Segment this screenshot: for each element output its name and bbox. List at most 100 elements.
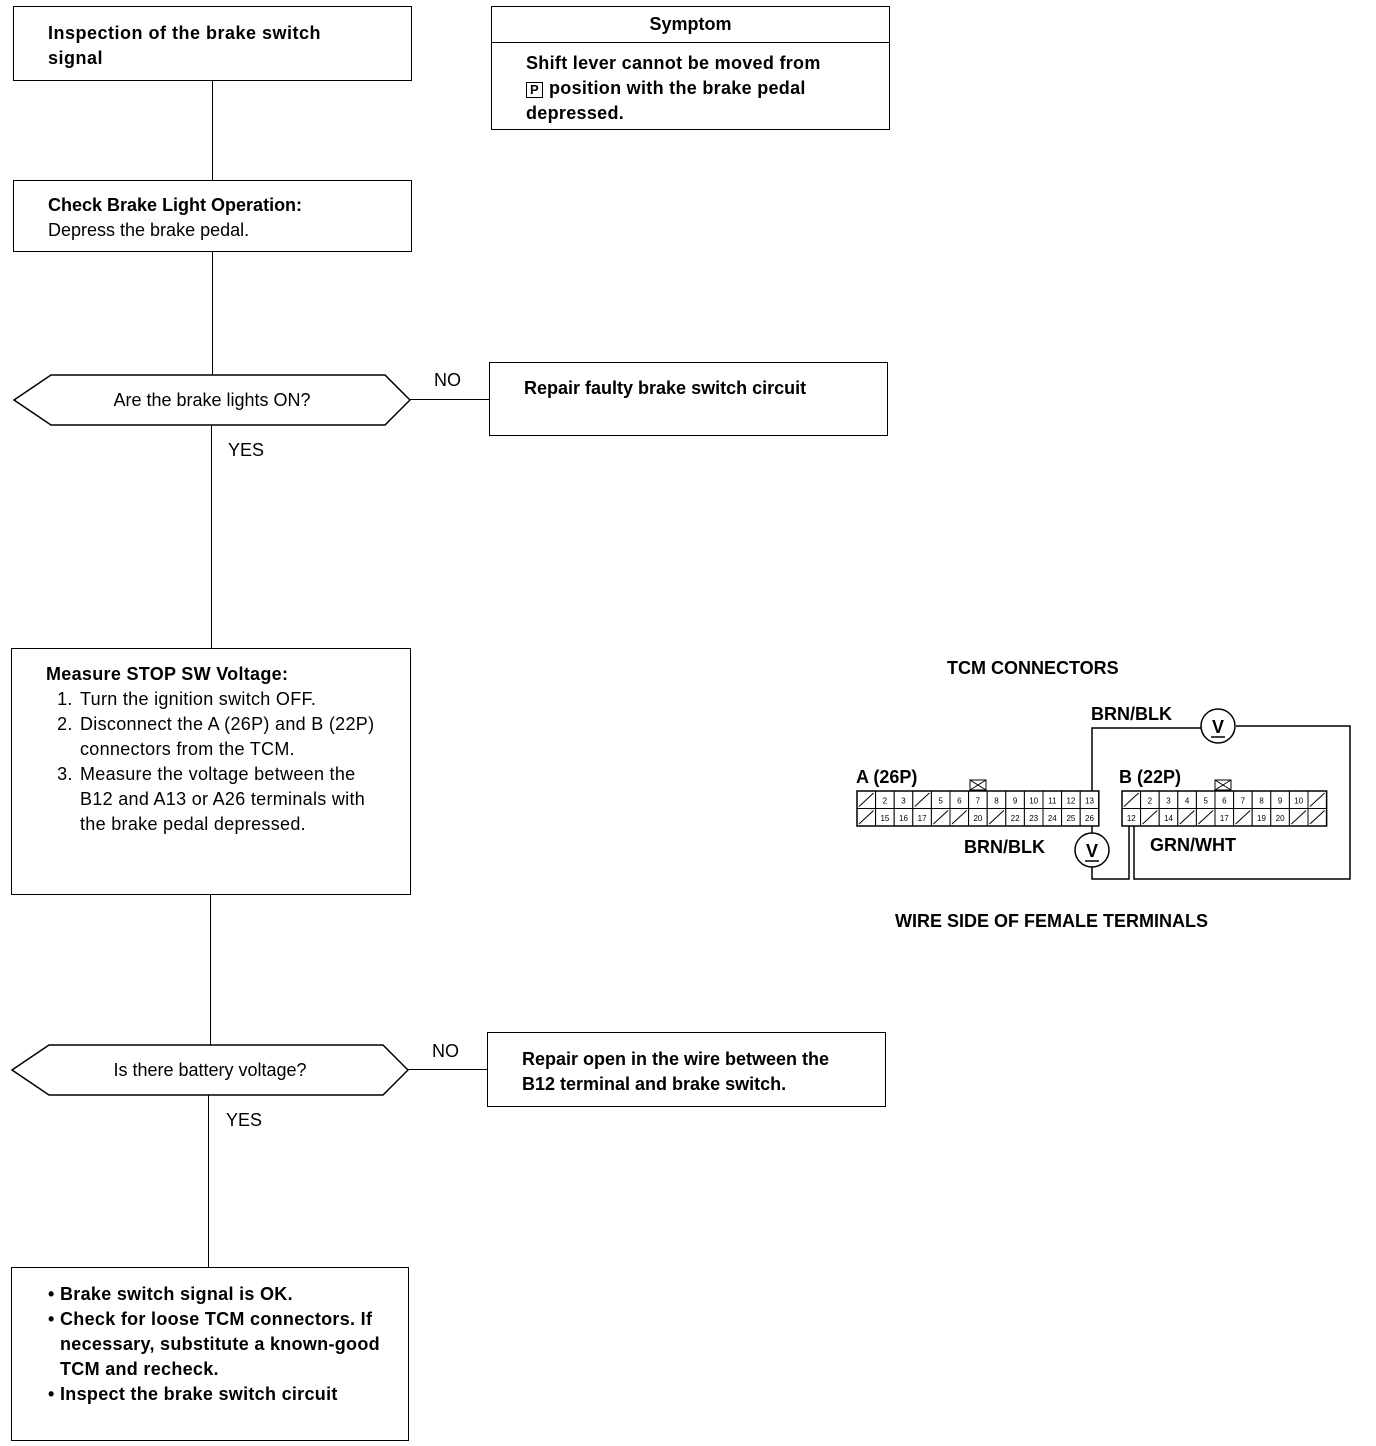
svg-text:8: 8 (994, 797, 999, 806)
terminal-cell: 11 (1042, 790, 1063, 809)
terminal-cell: 20 (968, 808, 988, 827)
decision-battery-voltage: Is there battery voltage? (11, 1044, 409, 1096)
terminal-cell: 12 (1061, 790, 1081, 809)
svg-text:12: 12 (1127, 814, 1136, 823)
repair-open-wire-box: Repair open in the wire between the B12 … (487, 1032, 886, 1107)
repair-brake-switch-box: Repair faulty brake switch circuit (489, 362, 888, 436)
result-bullets: Brake switch signal is OK. Check for loo… (46, 1282, 380, 1407)
terminal-cell (1121, 790, 1142, 809)
tcm-connectors-title: TCM CONNECTORS (947, 658, 1119, 678)
repair-open-wire-text: Repair open in the wire between the B12 … (522, 1049, 830, 1094)
terminal-cell: 22 (1005, 808, 1025, 827)
terminal-cell: 25 (1061, 808, 1081, 827)
svg-text:3: 3 (1166, 797, 1171, 806)
svg-text:14: 14 (1164, 814, 1173, 823)
wire-label-top: BRN/BLK (1091, 704, 1172, 724)
svg-text:9: 9 (1278, 797, 1283, 806)
measure-step: Disconnect the A (26P) and B (22P) conne… (78, 712, 380, 762)
terminal-cell: 7 (968, 790, 988, 809)
tcm-connector-diagram: TCM CONNECTORS BRN/BLK A (26P) B (22P) B… (840, 650, 1360, 940)
wire-label-bottom: BRN/BLK (964, 837, 1045, 857)
terminal-cell: 2 (1140, 790, 1160, 809)
svg-text:7: 7 (1241, 797, 1246, 806)
svg-text:5: 5 (1203, 797, 1208, 806)
svg-text:19: 19 (1257, 814, 1266, 823)
svg-text:20: 20 (1276, 814, 1285, 823)
measure-voltage-box: Measure STOP SW Voltage: Turn the igniti… (11, 648, 411, 895)
terminal-cell (1233, 808, 1253, 827)
terminal-cell (1307, 808, 1328, 827)
svg-text:13: 13 (1085, 797, 1094, 806)
terminal-cell: 9 (1005, 790, 1025, 809)
result-bullet: Check for loose TCM connectors. If neces… (48, 1307, 380, 1382)
decision-battery-voltage-question: Is there battery voltage? (113, 1059, 307, 1080)
wire-side-footer: WIRE SIDE OF FEMALE TERMINALS (895, 911, 1208, 931)
wire-top-left (1091, 727, 1201, 791)
terminal-cell (856, 808, 877, 827)
terminal-cell: 10 (1288, 790, 1309, 809)
flow-line-2 (212, 251, 213, 375)
terminal-cell: 2 (875, 790, 895, 809)
svg-text:22: 22 (1011, 814, 1020, 823)
svg-text:23: 23 (1029, 814, 1038, 823)
terminal-cell (1307, 790, 1328, 809)
repair-brake-switch-text: Repair faulty brake switch circuit (524, 378, 807, 398)
symptom-line1: Shift lever cannot be moved from (526, 53, 821, 73)
measure-steps: Turn the ignition switch OFF. Disconnect… (46, 687, 380, 837)
terminal-cell: 19 (1251, 808, 1272, 827)
check-brake-light-step: Depress the brake pedal. (48, 220, 250, 240)
svg-text:V: V (1086, 841, 1098, 861)
terminal-cell: 5 (930, 790, 951, 809)
terminal-cell (1288, 808, 1309, 827)
connector-outline (1121, 790, 1328, 827)
terminal-cell: 8 (1251, 790, 1272, 809)
terminal-cell (856, 790, 877, 809)
terminal-cell: 5 (1195, 790, 1216, 809)
decision2-no-label: NO (432, 1041, 459, 1061)
terminal-cell: 10 (1023, 790, 1044, 809)
decision-brake-lights: Are the brake lights ON? (13, 374, 411, 426)
decision1-yes-label: YES (228, 440, 265, 460)
svg-text:26: 26 (1085, 814, 1094, 823)
svg-text:16: 16 (899, 814, 908, 823)
terminal-cell (1177, 808, 1197, 827)
terminal-cell: 8 (986, 790, 1007, 809)
svg-text:2: 2 (883, 797, 888, 806)
flow-line-3 (211, 424, 212, 649)
result-box: Brake switch signal is OK. Check for loo… (11, 1267, 409, 1441)
terminal-cell: 26 (1079, 808, 1100, 827)
terminal-cell: 12 (1121, 808, 1142, 827)
terminal-cell: 7 (1233, 790, 1253, 809)
voltmeter-icon: V (1074, 832, 1110, 868)
terminal-cell: 24 (1042, 808, 1063, 827)
terminal-cell: 17 (1214, 808, 1235, 827)
measure-step: Measure the voltage between the B12 and … (78, 762, 380, 837)
flow-line-no-1 (410, 399, 490, 400)
decision-hexagon-shape (11, 1044, 409, 1096)
connector-b-label: B (22P) (1119, 767, 1181, 787)
terminal-cell: 6 (1214, 790, 1235, 809)
svg-text:17: 17 (918, 814, 927, 823)
flow-line-no-2 (408, 1069, 488, 1070)
symptom-header: Symptom (492, 7, 889, 43)
terminal-cell (1195, 808, 1216, 827)
terminal-cell (912, 790, 932, 809)
terminal-cell: 23 (1023, 808, 1044, 827)
svg-text:8: 8 (1259, 797, 1264, 806)
result-bullet: Brake switch signal is OK. (48, 1282, 380, 1307)
decision-brake-lights-question: Are the brake lights ON? (113, 389, 311, 410)
check-brake-light-box: Check Brake Light Operation: Depress the… (13, 180, 412, 252)
tcm-connector-svg: TCM CONNECTORS BRN/BLK A (26P) B (22P) B… (856, 658, 1351, 931)
svg-text:7: 7 (976, 797, 981, 806)
terminal-cell: 20 (1270, 808, 1290, 827)
check-brake-light-title: Check Brake Light Operation: (48, 195, 303, 215)
svg-text:20: 20 (973, 814, 982, 823)
connector-b-lock-tab (1214, 779, 1232, 791)
start-box: Inspection of the brake switch signal (13, 6, 412, 81)
svg-text:6: 6 (1222, 797, 1227, 806)
terminal-cell: 3 (893, 790, 914, 809)
svg-text:10: 10 (1029, 797, 1038, 806)
terminal-cell (949, 808, 970, 827)
